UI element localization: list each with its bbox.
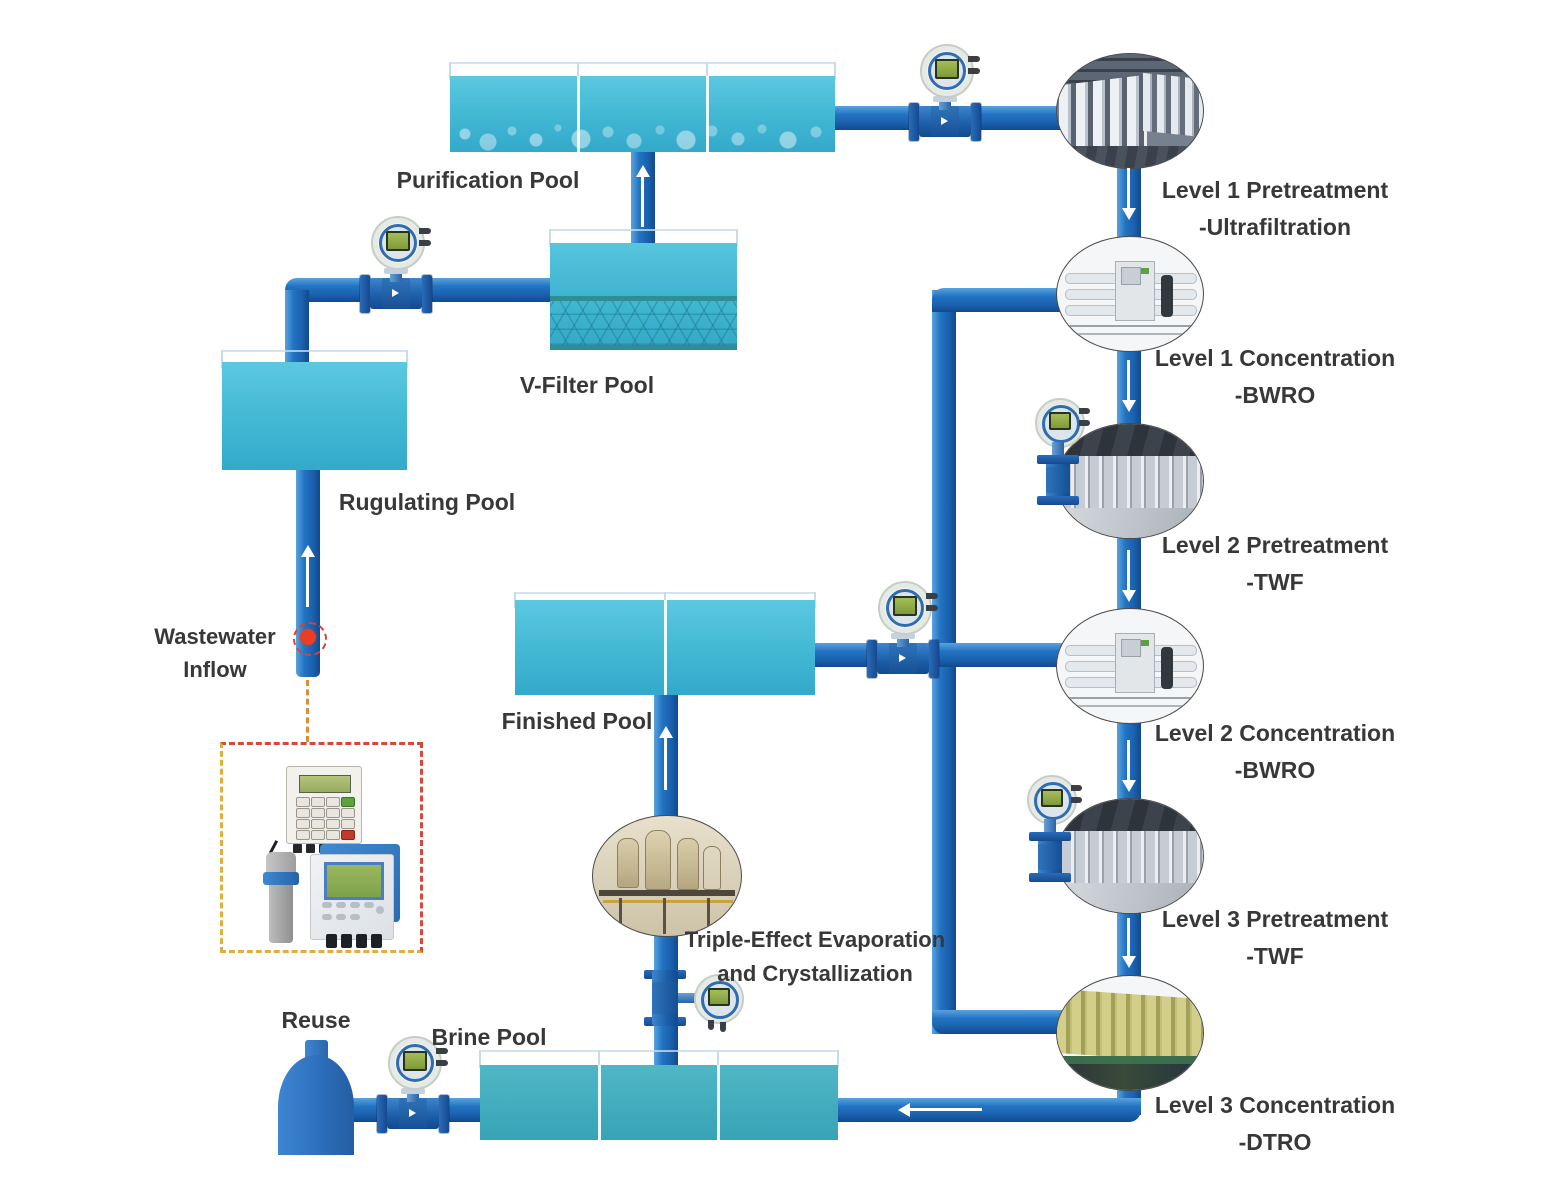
stage-label-line2: -TWF <box>1246 569 1304 595</box>
label-rugulating-pool: Rugulating Pool <box>338 489 516 515</box>
label-level1-concentration: Level 1 Concentration -BWRO <box>1150 340 1400 414</box>
panel-lcd <box>299 775 351 793</box>
stage-label-line2: -BWRO <box>1234 382 1316 408</box>
flow-meter-screen <box>1041 789 1063 807</box>
ultrasonic-flow-meter-panel <box>286 766 365 865</box>
flow-meter-screen <box>935 59 959 79</box>
flow-meter-screen <box>893 596 917 616</box>
label-triple-effect-line2: and Crystallization <box>717 961 913 986</box>
label-wastewater-inflow: Wastewater Inflow <box>140 620 290 686</box>
label-level2-pretreatment: Level 2 Pretreatment -TWF <box>1150 527 1400 601</box>
pipe-trunk-to-bwro1 <box>932 288 1065 312</box>
label-level3-concentration: Level 3 Concentration -DTRO <box>1150 1087 1400 1161</box>
stage-label-line1: Level 2 Pretreatment <box>1161 532 1389 558</box>
flow-meter-reuse-line <box>365 1036 461 1140</box>
flow-meter-screen <box>386 231 410 251</box>
label-v-filter-pool: V-Filter Pool <box>519 372 655 398</box>
v-filter-separator-top <box>550 296 737 301</box>
flow-meter-screen <box>403 1051 427 1071</box>
controller-lcd <box>324 862 384 900</box>
flow-meter-level3-pretreatment <box>1021 775 1097 887</box>
reuse-tank-body <box>278 1055 354 1155</box>
ultrasonic-controller <box>310 842 402 948</box>
flow-arrow-down <box>1121 740 1137 792</box>
label-triple-effect: Triple-Effect Evaporation and Crystalliz… <box>655 923 975 991</box>
photo-level3-pretreatment <box>1056 798 1204 914</box>
v-filter-water <box>550 243 737 296</box>
monitoring-detail-box <box>220 742 423 953</box>
photo-level2-pretreatment <box>1056 423 1204 539</box>
flow-meter-vfilter-feed <box>348 216 444 320</box>
stage-label-line1: Level 2 Concentration <box>1154 720 1396 746</box>
photo-level2-concentration <box>1056 608 1204 724</box>
label-brine-pool: Brine Pool <box>431 1024 547 1050</box>
flow-arrow-up <box>658 726 674 790</box>
stage-label-line2: -DTRO <box>1238 1129 1312 1155</box>
stage-label-line2: -Ultrafiltration <box>1198 214 1352 240</box>
flow-arrow-up <box>635 165 651 227</box>
purification-pool-water <box>450 76 835 152</box>
flow-meter-flange <box>971 103 981 141</box>
flow-arrow-down <box>1121 168 1137 220</box>
label-level3-pretreatment: Level 3 Pretreatment -TWF <box>1150 901 1400 975</box>
flow-meter-screen <box>708 988 730 1006</box>
monitoring-point-ring <box>293 622 327 656</box>
pipe-dtro-to-brine <box>838 1098 1141 1122</box>
flow-arrow-down <box>1121 918 1137 968</box>
rugulating-pool-water <box>222 362 407 470</box>
stage-label-line1: Level 1 Pretreatment <box>1161 177 1389 203</box>
flow-meter-finished-outlet <box>855 581 951 685</box>
flow-arrow-left <box>898 1102 982 1118</box>
reuse-tank-nub <box>305 1040 328 1058</box>
stage-label-line2: -TWF <box>1246 943 1304 969</box>
label-wastewater-inflow-line1: Wastewater <box>154 624 276 649</box>
flow-meter-level2-pretreatment <box>1029 398 1105 510</box>
photo-level1-concentration <box>1056 236 1204 352</box>
photo-triple-effect-evaporation <box>592 815 742 937</box>
label-reuse: Reuse <box>281 1007 351 1033</box>
monitoring-point-dot <box>300 629 316 645</box>
ultrasonic-transducer <box>262 840 302 948</box>
flow-arrow-up <box>300 545 316 607</box>
monitoring-link-line <box>306 680 309 742</box>
photo-level3-concentration <box>1056 975 1204 1091</box>
stage-label-line1: Level 3 Pretreatment <box>1161 906 1389 932</box>
v-filter-media-layer <box>550 301 737 345</box>
photo-level1-pretreatment <box>1056 53 1204 169</box>
label-purification-pool: Purification Pool <box>396 167 580 193</box>
flow-meter-flange <box>909 103 919 141</box>
label-wastewater-inflow-line2: Inflow <box>183 657 247 682</box>
stage-label-line2: -BWRO <box>1234 757 1316 783</box>
label-triple-effect-line1: Triple-Effect Evaporation <box>684 927 946 952</box>
pipe-vfilter-feed-down <box>285 290 309 370</box>
flow-meter-screen <box>1049 412 1071 430</box>
stage-label-line1: Level 1 Concentration <box>1154 345 1396 371</box>
flow-meter-purification-outlet <box>897 44 993 148</box>
flow-meter-evaporator-feed <box>644 966 760 1038</box>
label-level1-pretreatment: Level 1 Pretreatment -Ultrafiltration <box>1150 172 1400 246</box>
brine-pool-water <box>480 1065 838 1140</box>
v-filter-separator-bottom <box>550 345 737 350</box>
label-finished-pool: Finished Pool <box>501 708 653 734</box>
flow-arrow-down <box>1121 360 1137 412</box>
flow-arrow-down <box>1121 550 1137 602</box>
label-level2-concentration: Level 2 Concentration -BWRO <box>1150 715 1400 789</box>
stage-label-line1: Level 3 Concentration <box>1154 1092 1396 1118</box>
pipe-trunk-to-dtro <box>932 1010 1065 1034</box>
